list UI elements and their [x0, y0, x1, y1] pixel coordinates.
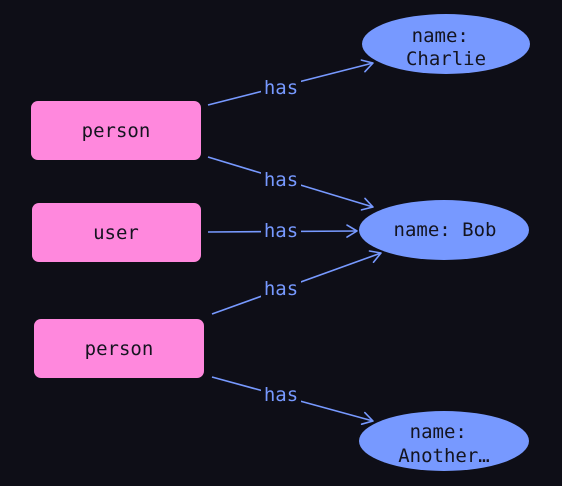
- edge-person-b-to-bob: has: [211, 250, 382, 315]
- node-box: [31, 101, 201, 160]
- arrowhead-icon: [360, 411, 374, 426]
- edge-label: has: [264, 220, 298, 242]
- edge-label: has: [264, 169, 298, 191]
- edge-label-background: [261, 276, 301, 302]
- arrowhead-icon: [368, 250, 382, 264]
- node-box: [34, 319, 204, 378]
- arrowhead-icon: [360, 197, 374, 211]
- edge-label: has: [264, 384, 298, 406]
- node-label-line-1: name:: [412, 25, 469, 47]
- arrowhead-icon: [360, 59, 374, 73]
- node-label-line-1: name:: [410, 421, 467, 443]
- node-name-charlie[interactable]: name: Charlie: [362, 14, 530, 74]
- node-label-line-2: Charlie: [406, 48, 486, 70]
- edge-label-background: [261, 382, 301, 408]
- node-label: person: [85, 338, 154, 360]
- node-label: person: [82, 120, 151, 142]
- edge-person-a-to-charlie: has: [207, 59, 374, 106]
- node-label-line-2: Another…: [398, 445, 490, 467]
- node-label: name: Charlie: [406, 25, 486, 70]
- node-label: name: Another…: [398, 421, 490, 467]
- node-user[interactable]: user: [32, 203, 201, 262]
- edge-label: has: [264, 77, 298, 99]
- node-person-top[interactable]: person: [31, 101, 201, 160]
- edge-user-to-bob: has: [207, 218, 358, 244]
- edge-label-background: [261, 167, 301, 193]
- edge-label-background: [261, 75, 301, 101]
- arrowhead-icon: [346, 224, 358, 238]
- node-name-bob[interactable]: name: Bob: [359, 200, 529, 260]
- node-ellipse: [359, 411, 529, 471]
- node-ellipse: [362, 14, 530, 74]
- node-ellipse: [359, 200, 529, 260]
- edge-label-background: [261, 218, 301, 244]
- edge-person-a-to-bob: has: [207, 156, 374, 211]
- node-label: name: Bob: [394, 219, 497, 241]
- node-box: [32, 203, 201, 262]
- edge-label: has: [264, 278, 298, 300]
- node-person-bottom[interactable]: person: [34, 319, 204, 378]
- node-label: user: [93, 222, 139, 244]
- edge-person-b-to-another: has: [211, 376, 374, 426]
- node-name-another[interactable]: name: Another…: [359, 411, 529, 471]
